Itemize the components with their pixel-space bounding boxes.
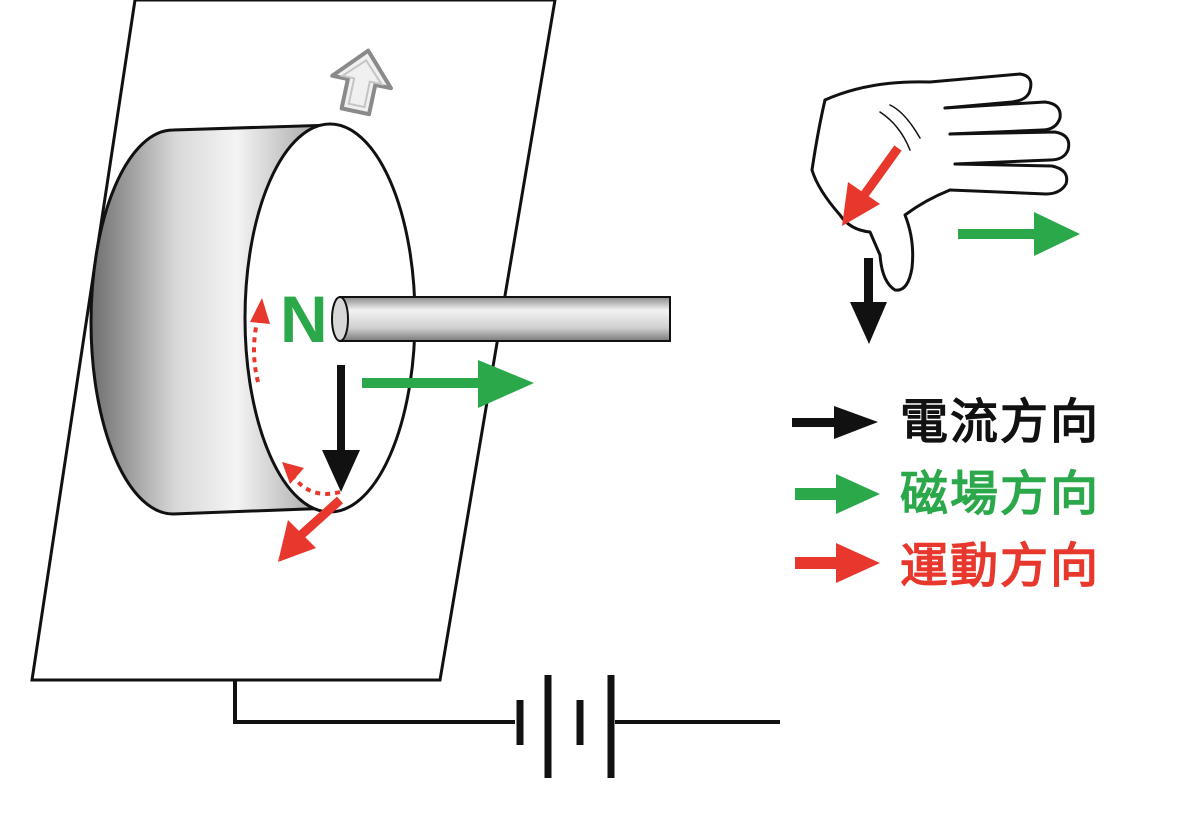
legend-label-current: 電流方向 xyxy=(900,394,1101,450)
rotation-arrow-upper xyxy=(250,298,270,383)
hand-motion-arrow xyxy=(842,145,902,226)
axle-rod xyxy=(331,296,671,342)
hollow-up-arrow-icon xyxy=(330,48,393,117)
legend-motion-arrow xyxy=(795,543,880,583)
legend-item-motion: 運動方向 xyxy=(790,536,1190,596)
legend-item-field: 磁場方向 xyxy=(790,464,1190,524)
hand-current-arrow xyxy=(850,258,887,344)
legend-field-arrow xyxy=(795,474,880,514)
north-pole-label: N xyxy=(280,282,328,356)
rotation-arrow-lower xyxy=(282,462,341,496)
legend-label-field: 磁場方向 xyxy=(900,466,1101,522)
motion-arrow xyxy=(278,496,344,562)
legend-item-current: 電流方向 xyxy=(790,392,1190,452)
right-hand-icon xyxy=(810,72,1071,292)
circuit-wire xyxy=(233,680,780,724)
field-arrow xyxy=(362,360,534,408)
battery-icon xyxy=(516,675,615,778)
legend-label-motion: 運動方向 xyxy=(900,538,1101,594)
hand-field-arrow xyxy=(958,212,1080,256)
legend-current-arrow xyxy=(792,406,878,439)
current-arrow xyxy=(322,365,360,492)
